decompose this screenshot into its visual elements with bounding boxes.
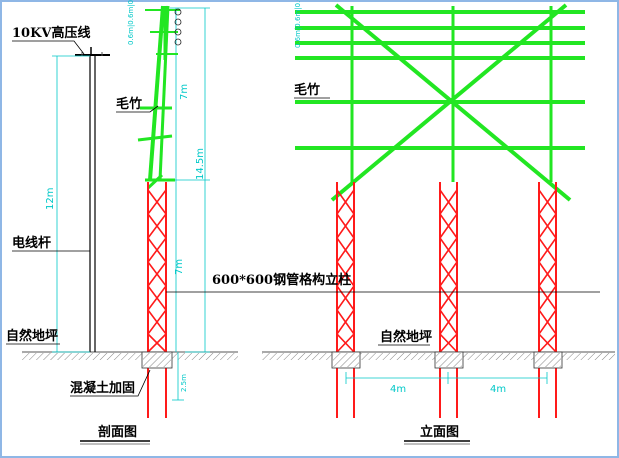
column-label: 600*600钢管格构立柱 bbox=[166, 272, 600, 293]
section-title: 剖面图 bbox=[80, 424, 150, 445]
pole-height-dimension: 12m bbox=[45, 55, 90, 353]
ground-label-right: 自然地坪 bbox=[378, 329, 432, 346]
pole-height-text: 12m bbox=[45, 188, 56, 210]
bamboo-label-left: 毛竹 bbox=[116, 96, 159, 113]
bamboo-label-right: 毛竹 bbox=[294, 82, 330, 99]
ground-left bbox=[22, 351, 238, 360]
foundation-dimension: 2.5m bbox=[172, 352, 188, 401]
hv-line-label: 10KV高压线 bbox=[12, 25, 90, 55]
svg-text:立面图: 立面图 bbox=[420, 424, 459, 440]
span-dimensions: 4m 4m bbox=[345, 372, 548, 395]
span-2-text: 4m bbox=[490, 384, 506, 395]
elevation-title: 立面图 bbox=[404, 424, 470, 445]
svg-text:毛竹: 毛竹 bbox=[294, 82, 320, 98]
elevation-view: 0.6m|0.6m|0.6m bbox=[166, 0, 615, 445]
steel-column-2 bbox=[434, 182, 464, 418]
steel-column-1 bbox=[331, 182, 361, 418]
spacing-right-text: 0.6m|0.6m|0.6m bbox=[294, 0, 302, 48]
svg-text:10KV高压线: 10KV高压线 bbox=[12, 25, 90, 41]
foundation-text: 2.5m bbox=[180, 374, 188, 392]
steel-column-3 bbox=[533, 182, 563, 418]
bamboo-elevation bbox=[295, 3, 585, 202]
total-height-text: 14.5m bbox=[195, 148, 206, 180]
pole-label: 电线杆 bbox=[12, 235, 90, 252]
top-markers bbox=[174, 8, 182, 46]
svg-text:剖面图: 剖面图 bbox=[98, 424, 137, 440]
bamboo-section bbox=[137, 5, 180, 190]
spacing-left-text: 0.6m|0.6m|0.6m bbox=[127, 0, 135, 45]
svg-text:电线杆: 电线杆 bbox=[12, 235, 51, 251]
ground-label-left: 自然地坪 bbox=[6, 328, 60, 345]
upper-height-text: 7m bbox=[179, 84, 190, 100]
lower-height-text: 7m bbox=[174, 259, 185, 275]
concrete-foundation-section bbox=[141, 351, 173, 369]
concrete-label: 混凝土加固 bbox=[70, 369, 151, 397]
svg-text:混凝土加固: 混凝土加固 bbox=[70, 380, 135, 396]
span-1-text: 4m bbox=[390, 384, 406, 395]
svg-text:毛竹: 毛竹 bbox=[116, 96, 142, 112]
total-height-dimension: 14.5m 7m 7m bbox=[170, 7, 210, 353]
svg-text:600*600钢管格构立柱: 600*600钢管格构立柱 bbox=[212, 272, 351, 288]
steel-column-section bbox=[146, 182, 168, 418]
power-pole bbox=[75, 47, 110, 352]
svg-text:自然地坪: 自然地坪 bbox=[6, 328, 58, 344]
svg-text:自然地坪: 自然地坪 bbox=[380, 329, 432, 345]
section-view: 12m 14.5m 7m 7m 2.5m bbox=[6, 0, 238, 445]
